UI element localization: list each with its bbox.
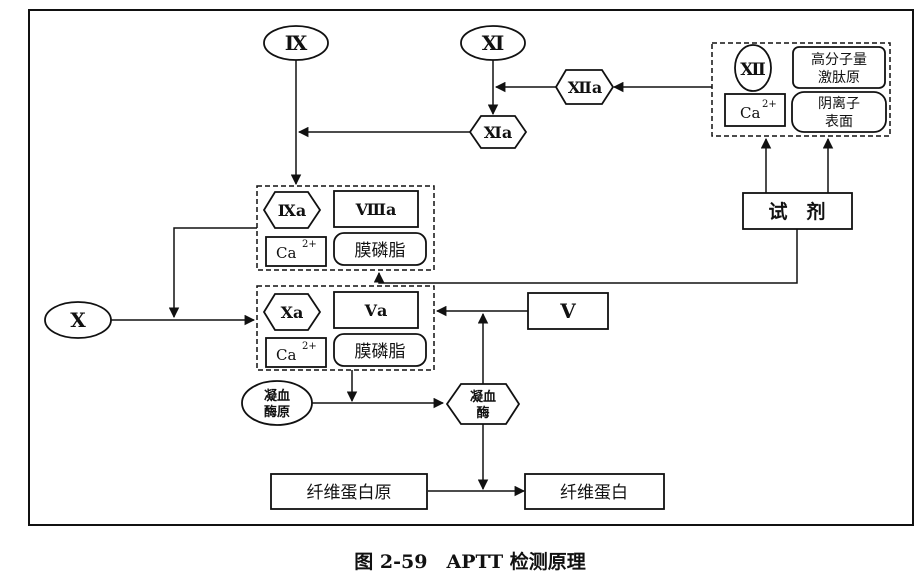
hmwk-node xyxy=(792,46,886,89)
label-prothrombin-line1: 凝血 xyxy=(264,388,290,404)
label-phospholipid-tenase: 膜磷脂 xyxy=(355,241,406,261)
connectors xyxy=(110,60,834,497)
label-v: Ⅴ xyxy=(559,299,576,323)
label-xi: Ⅺ xyxy=(482,31,505,55)
ca-tenase-node xyxy=(265,236,327,267)
factor-xii-node xyxy=(734,44,772,92)
prothrombinase-complex-group xyxy=(256,285,435,371)
factor-ix-node xyxy=(263,25,329,61)
label-fibrinogen: 纤维蛋白原 xyxy=(307,483,392,503)
ca-contact-node xyxy=(724,93,786,127)
label-ix: Ⅸ xyxy=(285,31,308,55)
factor-viiia-node xyxy=(333,190,419,228)
fibrin-node xyxy=(524,473,665,510)
label-phospholipid-prothrombinase: 膜磷脂 xyxy=(355,342,406,362)
figure-caption: 图 2-59 APTT 检测原理 xyxy=(354,550,585,573)
factor-ixa-node xyxy=(262,191,322,229)
label-anionic-line2: 表面 xyxy=(825,114,853,130)
reagent-node xyxy=(742,192,853,230)
label-hmwk-line1: 高分子量 xyxy=(811,51,867,68)
label-va: Ⅴa xyxy=(364,301,388,320)
label-reagent: 试 剂 xyxy=(768,200,825,223)
label-xii: Ⅻ xyxy=(740,60,766,80)
label-ca-prothrombinase-sup: 2+ xyxy=(302,341,317,352)
arrow-tenase-output xyxy=(168,227,257,319)
label-anionic-line1: 阴离子 xyxy=(818,95,860,112)
factor-xia-node xyxy=(468,115,528,149)
ca-prothrombinase-node xyxy=(265,337,327,368)
label-xiia: Ⅻa xyxy=(568,78,602,97)
label-prothrombin-line2: 酶原 xyxy=(264,404,290,420)
thrombin-node xyxy=(445,383,521,425)
label-fibrin: 纤维蛋白 xyxy=(560,483,628,503)
arrow-reagent-to-phospholipid xyxy=(373,229,798,284)
label-xia: Ⅺa xyxy=(484,123,512,142)
label-ca-contact-sup: 2+ xyxy=(762,99,777,110)
fibrinogen-node xyxy=(270,473,428,510)
phospholipid-tenase-node xyxy=(333,232,427,266)
factor-x-node xyxy=(44,301,112,339)
label-ixa: Ⅸa xyxy=(278,201,306,220)
label-thrombin-line2: 酶 xyxy=(476,405,489,421)
factor-xi-node xyxy=(460,25,526,61)
label-ca-tenase: Ca xyxy=(276,244,296,262)
label-hmwk-line2: 激肽原 xyxy=(818,69,860,86)
prothrombin-node xyxy=(241,380,313,426)
contact-activation-group xyxy=(711,42,891,137)
label-x: Ⅹ xyxy=(70,308,86,332)
factor-xiia-node xyxy=(554,69,615,105)
label-ca-contact: Ca xyxy=(740,104,760,122)
label-ca-prothrombinase: Ca xyxy=(276,346,296,364)
label-thrombin-line1: 凝血 xyxy=(470,389,496,405)
anionic-surface-node xyxy=(791,91,887,133)
outer-frame xyxy=(28,9,914,526)
label-xa: Ⅹa xyxy=(281,303,304,322)
factor-xa-node xyxy=(262,293,322,331)
label-ca-tenase-sup: 2+ xyxy=(302,239,317,250)
label-viiia: Ⅷa xyxy=(355,200,397,219)
phospholipid-prothrombinase-node xyxy=(333,333,427,367)
factor-v-node xyxy=(527,292,609,330)
factor-va-node xyxy=(333,291,419,329)
